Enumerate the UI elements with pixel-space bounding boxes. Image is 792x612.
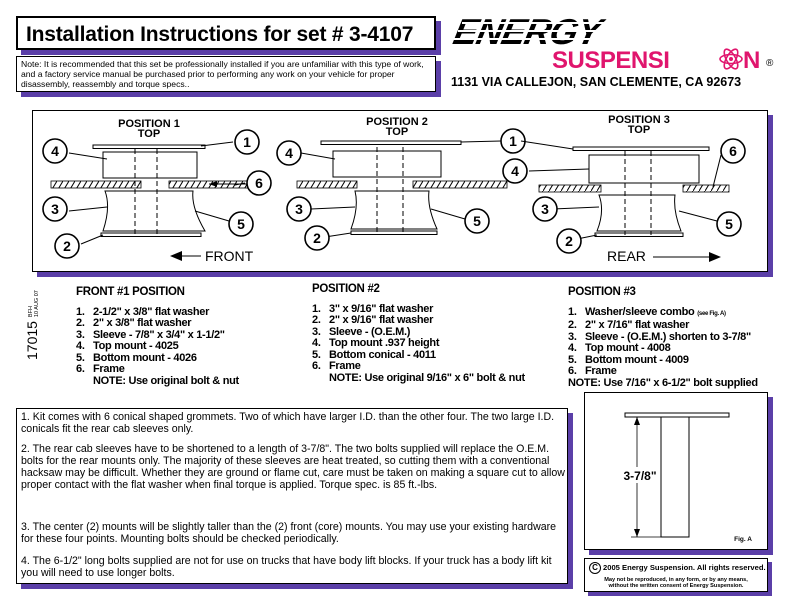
list-item: 1.3" x 9/16" flat washer	[312, 302, 434, 315]
list-item: 4.Top mount .937 height	[312, 337, 440, 349]
figure-a-label: Fig. A	[734, 536, 752, 543]
sleeve-length-dimension: 3-7/8"	[623, 469, 656, 483]
position-2-header: POSITION #2	[312, 283, 380, 295]
document-number: 17015	[24, 321, 40, 360]
mount-diagram: POSITION 1 TOP FRONT 1 4 6 3 5	[42, 114, 746, 264]
list-item: 1.Washer/sleeve combo (see Fig. A)	[568, 305, 726, 318]
svg-text:3: 3	[541, 201, 549, 217]
energy-suspension-logo: ENERGY SUSPENSI N ®	[450, 14, 774, 74]
logo-energy-wordmark: ENERGY	[450, 14, 638, 52]
svg-text:1: 1	[243, 134, 251, 150]
document-code: 17015 BFH 10 AUG 07	[24, 290, 40, 360]
svg-text:1: 1	[509, 133, 517, 149]
copyright-icon: C	[589, 562, 601, 574]
copyright-notice-2: without the written consent of Energy Su…	[608, 583, 744, 589]
position-3-title: POSITION 3	[608, 114, 670, 126]
atom-icon	[719, 48, 743, 70]
list-item: 6.Frame	[312, 360, 361, 372]
position-3-note: NOTE: Use 7/16" x 6-1/2" bolt supplied	[568, 376, 758, 389]
instructions-box: 1. Kit comes with 6 conical shaped gromm…	[16, 408, 568, 584]
fig-a-reference: (see Fig. A)	[697, 310, 726, 317]
logo-line2-end: N	[743, 47, 760, 74]
position-3-subtitle: TOP	[628, 124, 650, 136]
position-1-note: NOTE: Use original bolt & nut	[93, 374, 239, 387]
list-item: 1.2-1/2" x 3/8" flat washer	[76, 305, 210, 318]
list-item: 2.2" x 3/8" flat washer	[76, 317, 192, 329]
svg-text:6: 6	[729, 143, 737, 159]
position-1-title: POSITION 1	[118, 118, 180, 130]
list-item: 5.Bottom conical - 4011	[312, 348, 436, 361]
list-item: 4.Top mount - 4025	[76, 340, 179, 352]
svg-text:2: 2	[313, 230, 321, 246]
page-title: Installation Instructions for set # 3-41…	[26, 23, 414, 46]
list-item: 6.Frame	[568, 365, 617, 377]
list-item: 3.Sleeve - 7/8" x 3/4" x 1-1/2"	[76, 328, 225, 341]
instruction-3: 3. The center (2) mounts will be slightl…	[21, 521, 557, 545]
company-address: 1131 VIA CALLEJON, SAN CLEMENTE, CA 9267…	[451, 75, 742, 89]
svg-text:4: 4	[51, 143, 59, 159]
svg-text:5: 5	[725, 216, 733, 232]
figure-a-box: 3-7/8" Fig. A	[584, 392, 768, 550]
position-2-subtitle: TOP	[386, 126, 408, 138]
logo-suspension-wordmark: SUSPENSI N ®	[552, 47, 774, 74]
list-item: 3.Sleeve - (O.E.M.) shorten to 3-7/8"	[568, 330, 751, 343]
svg-text:6: 6	[255, 175, 263, 191]
svg-text:5: 5	[237, 216, 245, 232]
list-item: 2.2" x 9/16" flat washer	[312, 314, 434, 326]
front-label: FRONT	[205, 248, 254, 264]
position-1-parts-list: FRONT #1 POSITION 1.2-1/2" x 3/8" flat w…	[76, 286, 239, 387]
list-item: 5.Bottom mount - 4009	[568, 353, 689, 366]
mount-diagram-box: POSITION 1 TOP FRONT 1 4 6 3 5	[32, 110, 768, 272]
position-3-parts-list: POSITION #3 1.Washer/sleeve combo (see F…	[568, 286, 758, 389]
position-2-note: NOTE: Use original 9/16" x 6" bolt & nut	[329, 371, 525, 384]
note-box: Note: It is recommended that this set be…	[16, 56, 436, 92]
instruction-2: 2. The rear cab sleeves have to be short…	[21, 443, 565, 491]
position-1-subtitle: TOP	[138, 128, 160, 140]
svg-text:3: 3	[295, 201, 303, 217]
position-3-header: POSITION #3	[568, 286, 636, 298]
copyright-notice-1: May not be reproduced, in any form, or b…	[604, 577, 748, 583]
logo-line2: SUSPENSI	[552, 47, 669, 74]
logo-line1: ENERGY	[450, 14, 609, 52]
list-item: 6.Frame	[76, 363, 125, 375]
position-3-diagram: POSITION 3 TOP REAR 4 6 3 5 2	[502, 114, 746, 264]
svg-text:2: 2	[63, 238, 71, 254]
list-item: 5.Bottom mount - 4026	[76, 351, 197, 364]
instruction-4: 4. The 6-1/2" long bolts supplied are no…	[21, 555, 552, 579]
position-2-parts-list: POSITION #2 1.3" x 9/16" flat washer 2.2…	[312, 283, 525, 384]
list-item: 4.Top mount - 4008	[568, 342, 671, 354]
svg-text:2: 2	[565, 233, 573, 249]
svg-text:4: 4	[511, 163, 519, 179]
position-2-diagram: POSITION 2 TOP 1 4 3 5 2	[276, 116, 526, 251]
list-item: 3.Sleeve - (O.E.M.)	[312, 325, 411, 338]
instruction-1: 1. Kit comes with 6 conical shaped gromm…	[21, 411, 555, 435]
position-1-diagram: POSITION 1 TOP FRONT 1 4 6 3 5	[42, 118, 272, 264]
rear-label: REAR	[607, 248, 646, 264]
svg-text:3: 3	[51, 201, 59, 217]
document-date: 10 AUG 07	[34, 290, 40, 318]
title-box: Installation Instructions for set # 3-41…	[16, 16, 436, 50]
svg-text:5: 5	[473, 213, 481, 229]
registered-mark: ®	[766, 58, 774, 69]
list-item: 2.2" x 7/16" flat washer	[568, 319, 690, 331]
note-text: Note: It is recommended that this set be…	[21, 59, 424, 89]
position-2-title: POSITION 2	[366, 116, 428, 128]
svg-text:4: 4	[285, 145, 293, 161]
figure-a-drawing: 3-7/8" Fig. A	[623, 412, 752, 543]
position-1-header: FRONT #1 POSITION	[76, 286, 185, 298]
